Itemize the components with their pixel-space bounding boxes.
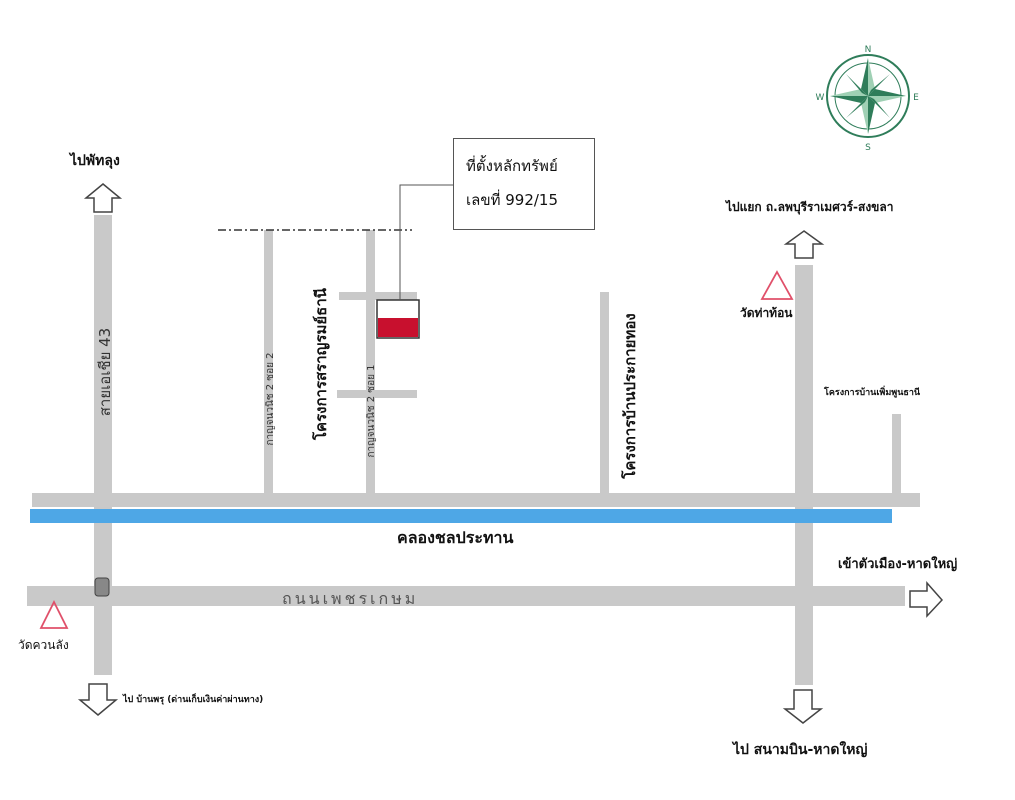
property-callout: ที่ตั้งหลักทรัพย์ เลขที่ 992/15	[453, 138, 595, 230]
label-to-right: เข้าตัวเมือง-หาดใหญ่	[838, 557, 958, 572]
soi-branch-upper	[339, 292, 417, 300]
compass-icon: N S E W	[816, 45, 920, 153]
callout-leader	[399, 184, 453, 300]
callout-line-1: ที่ตั้งหลักทรัพย์	[466, 157, 558, 175]
label-project-2: โครงการบ้านประกายทอง	[621, 313, 639, 479]
soi-pragaithong-road	[600, 292, 609, 495]
compass-w: W	[816, 93, 825, 103]
intersection-mark	[94, 577, 110, 597]
road-asia-43	[94, 215, 112, 675]
canal	[30, 509, 892, 523]
road-horizontal-upper	[32, 493, 920, 507]
label-to-top-left: ไปพัทลุง	[70, 153, 120, 169]
property-marker-fill	[378, 318, 418, 337]
label-temple-left: วัดควนลัง	[18, 638, 69, 652]
soi-permpoon-road	[892, 414, 901, 494]
soi-2-2-road	[264, 230, 273, 495]
label-soi-2-2: กาญจนวนิช 2 ซอย 2	[265, 352, 276, 446]
road-right-vertical	[795, 265, 813, 685]
soi-branch-lower	[337, 390, 417, 398]
callout-line-2: เลขที่ 992/15	[466, 191, 558, 209]
label-soi-2-1: กาญจนวนิช 2 ซอย 1	[366, 364, 377, 458]
arrow-up-left-icon	[83, 183, 123, 213]
label-to-bottom-left: ไป บ้านพรุ (ด่านเก็บเงินค่าผ่านทาง)	[123, 695, 264, 705]
arrow-right-icon	[909, 581, 944, 618]
compass-n: N	[865, 45, 872, 55]
label-project-3: โครงการบ้านเพิ่มพูนธานี	[824, 388, 921, 398]
label-to-top-right: ไปแยก ถ.ลพบุรีราเมศวร์-สงขลา	[726, 200, 894, 214]
arrow-down-right-icon	[782, 689, 824, 724]
label-temple-right: วัดท่าท้อน	[740, 306, 793, 320]
label-canal: คลองชลประทาน	[397, 528, 514, 547]
label-project-1: โครงการสราญรมย์ธานี	[312, 288, 330, 441]
temple-right-icon	[760, 270, 794, 300]
label-road-43: สายเอเชีย 43	[96, 327, 114, 417]
compass-s: S	[865, 143, 871, 153]
soi-2-1-road	[366, 230, 375, 495]
arrow-down-left-icon	[77, 683, 119, 716]
arrow-up-right-icon	[783, 230, 825, 259]
road-phetkasem	[27, 586, 905, 606]
label-to-bottom-right: ไป สนามบิน-หาดใหญ่	[733, 742, 868, 758]
temple-left-icon	[39, 599, 69, 629]
compass-e: E	[913, 93, 919, 103]
label-main-road: ถนนเพชรเกษม	[282, 589, 419, 608]
